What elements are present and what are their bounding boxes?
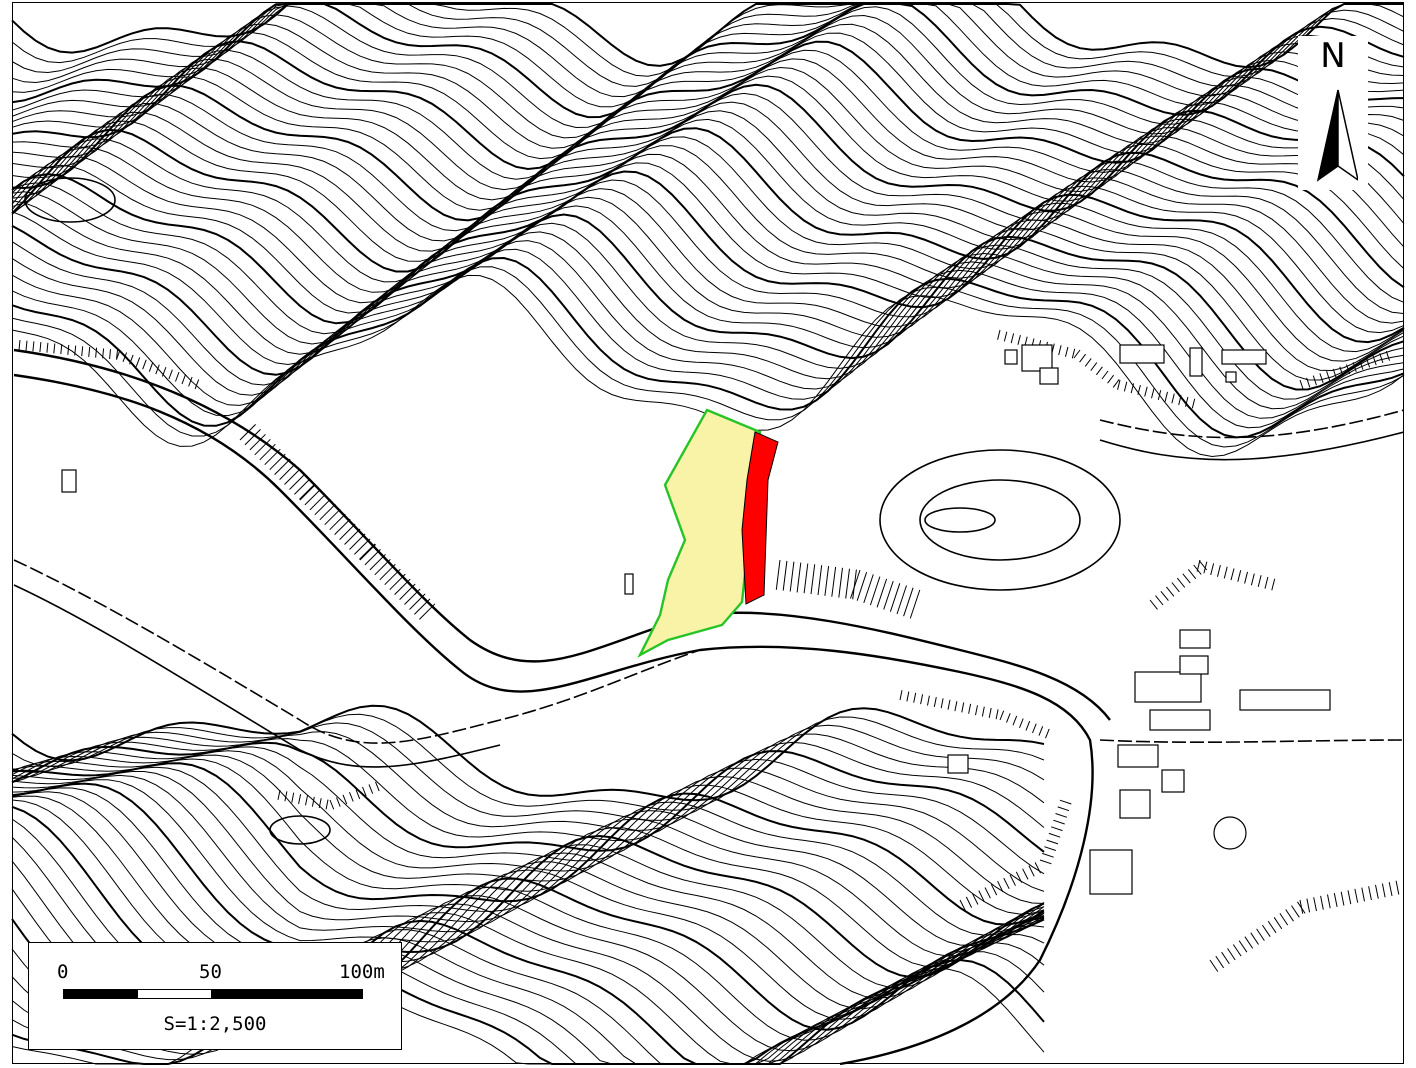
hazard-area-red[interactable] — [741, 431, 779, 605]
lower-road-edge — [13, 584, 501, 768]
slope-hatching — [18, 329, 1400, 972]
scale-segment-1 — [63, 989, 139, 999]
north-label: N — [1320, 36, 1346, 76]
lower-road — [13, 559, 701, 744]
east-road-edge — [1099, 431, 1405, 461]
main-road-south-edge — [13, 373, 1094, 1066]
scale-segment-3 — [211, 989, 363, 999]
scale-ratio: S=1:2,500 — [163, 1013, 267, 1035]
scale-tick-0: 0 — [57, 961, 69, 983]
landslide-zone[interactable] — [637, 408, 779, 658]
scale-tick-100: 100m — [339, 961, 385, 983]
scale-tick-50: 50 — [199, 961, 222, 983]
east-road — [1099, 409, 1405, 439]
north-arrow-icon — [1316, 89, 1358, 182]
buildings — [61, 344, 1331, 895]
scale-bar-panel: 0 50 100m S=1:2,500 — [28, 942, 402, 1050]
north-arrow: N — [1298, 36, 1368, 190]
scale-segment-2 — [137, 989, 213, 999]
village-road — [1099, 739, 1405, 744]
